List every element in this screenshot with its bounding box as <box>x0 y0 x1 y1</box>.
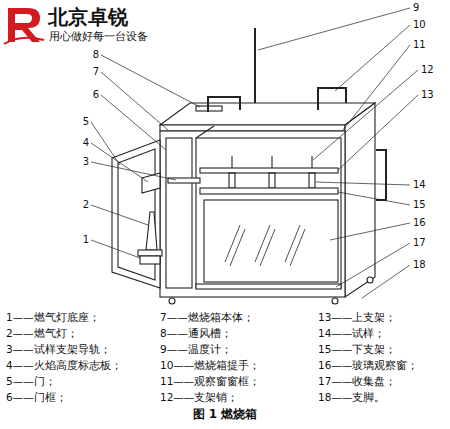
guide-rail <box>168 178 200 183</box>
part-list-item: 7——燃烧箱本体； <box>160 312 254 324</box>
thermometer <box>252 28 258 115</box>
figure-caption: 图 1 燃烧箱 <box>193 408 258 421</box>
handle <box>318 88 346 110</box>
callout-number: 18 <box>413 259 426 270</box>
lower-support <box>200 188 338 194</box>
part-list-item: 9——温度计； <box>160 344 232 356</box>
part-list-item: 2——燃气灯； <box>6 328 78 340</box>
company-name: 北京卓锐 <box>48 6 128 28</box>
callout-number: 16 <box>413 217 426 228</box>
callout-number: 9 <box>413 2 419 13</box>
part-list-item: 10——燃烧箱提手； <box>160 360 260 372</box>
part-list-item: 1——燃气灯底座； <box>6 312 100 324</box>
part-list-item: 17——收集盘； <box>318 376 396 388</box>
callout-number: 1 <box>83 234 89 245</box>
callout-number: 10 <box>413 19 426 30</box>
part-list-item: 13——上支架； <box>318 312 396 324</box>
handle <box>208 97 240 112</box>
part-list-item: 8——通风槽； <box>160 328 232 340</box>
callout-number: 13 <box>421 89 434 100</box>
part-list-item: 11——观察窗窗框； <box>160 376 260 388</box>
callout-number: 4 <box>83 137 89 148</box>
callout-number: 3 <box>83 156 89 167</box>
callout-number: 12 <box>421 64 434 75</box>
part-list-item: 15——下支架； <box>318 344 396 356</box>
window-frame <box>196 138 341 288</box>
callout-number: 7 <box>93 66 99 77</box>
part-list-item: 18——支脚。 <box>318 392 385 404</box>
callout-number: 15 <box>413 199 426 210</box>
part-list-item: 3——试样支架导轨； <box>6 344 111 356</box>
gas-burner <box>138 212 162 264</box>
leader-lines <box>91 8 418 298</box>
part-list-item: 12——支架销； <box>160 392 238 404</box>
callout-number: 8 <box>93 49 99 60</box>
part-list-item: 6——门框； <box>6 392 67 404</box>
callout-number: 2 <box>83 199 89 210</box>
foot <box>332 298 338 304</box>
sample-pins <box>229 156 315 188</box>
callout-number: 5 <box>83 116 89 127</box>
callout-number: 11 <box>413 39 426 50</box>
collection-tray <box>196 284 341 289</box>
slogan: 用心做好每一台设备 <box>49 31 148 43</box>
foot <box>169 298 175 304</box>
callout-number: 6 <box>93 89 99 100</box>
part-list-item: 4——火焰高度标志板； <box>6 360 122 372</box>
box-top <box>160 103 375 125</box>
door-frame <box>166 138 192 288</box>
glass-window <box>204 200 338 282</box>
part-list-item: 14——试样； <box>318 328 385 340</box>
callout-number: 17 <box>413 237 426 248</box>
part-list-item: 16——玻璃观察窗； <box>318 360 418 372</box>
upper-support <box>200 168 338 173</box>
callout-number: 14 <box>413 179 426 190</box>
box-side <box>345 103 375 297</box>
part-list-item: 5——门； <box>6 376 56 388</box>
